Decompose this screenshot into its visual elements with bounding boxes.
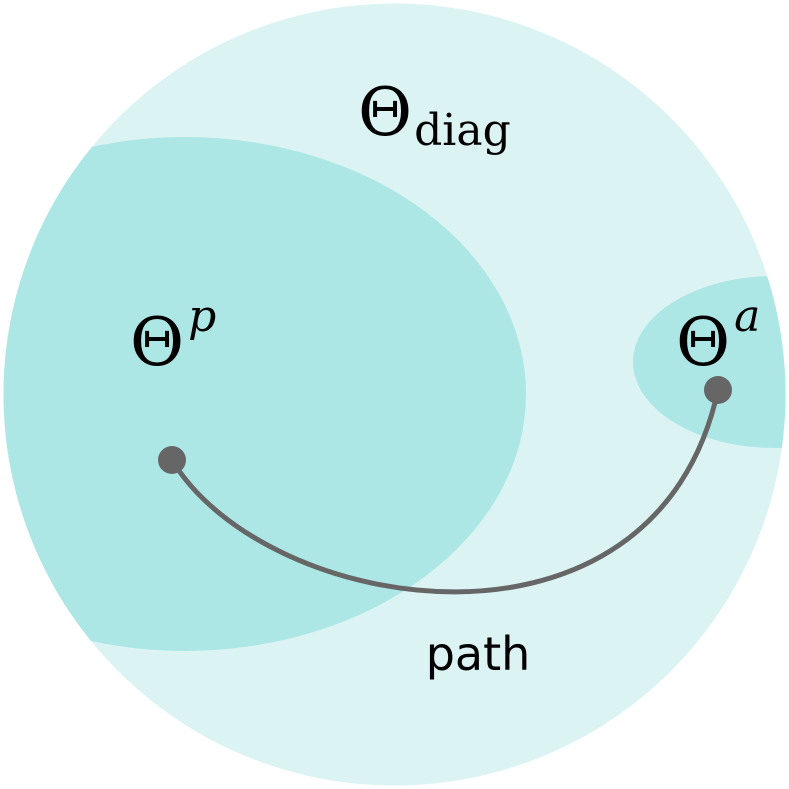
right-region-ellipse xyxy=(633,276,786,448)
right-region-symbol: Θ xyxy=(676,304,730,381)
path-end-point xyxy=(704,376,732,404)
path-curve xyxy=(169,387,721,595)
left-region-symbol: Θ xyxy=(130,304,184,381)
outer-region-label: Θdiag xyxy=(358,74,511,156)
left-region-label: Θp xyxy=(130,291,216,381)
path-start-point xyxy=(158,446,186,474)
right-region-superscript: a xyxy=(734,291,760,342)
right-region-label: Θa xyxy=(676,291,760,381)
outer-region-symbol: Θ xyxy=(358,74,412,151)
left-region-superscript: p xyxy=(188,291,216,342)
outer-region-subscript: diag xyxy=(414,105,511,156)
path-label: path xyxy=(426,627,531,681)
